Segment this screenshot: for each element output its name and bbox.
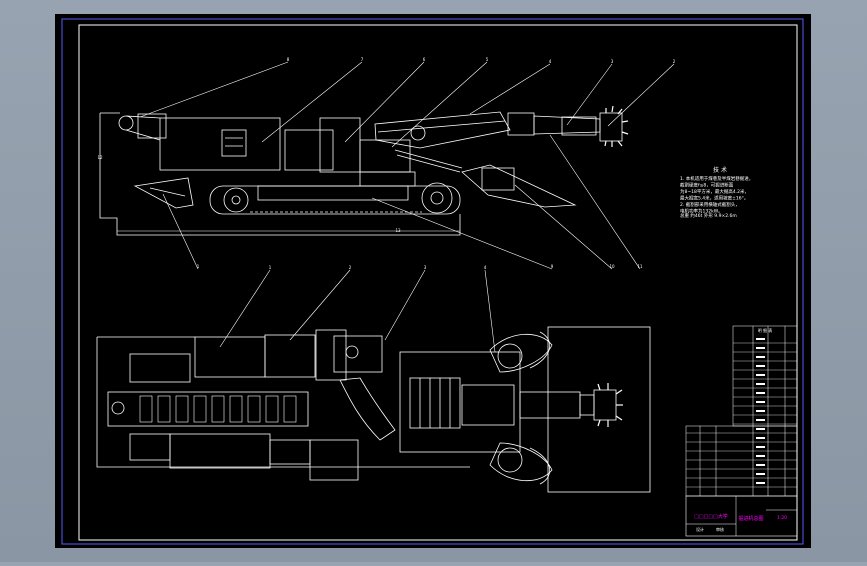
balloon-label: 4 [484, 265, 487, 270]
slewing-ring [339, 377, 396, 441]
conveyor-flights [139, 395, 297, 423]
top-view [96, 326, 651, 493]
cutter-picks [604, 105, 629, 147]
balloon-label: 7 [361, 57, 364, 62]
turret-base [359, 171, 416, 187]
balloon-label: 4 [549, 59, 552, 64]
balloon-label: 2 [673, 59, 676, 64]
table-cell-mark [756, 473, 765, 475]
balloon-label: 10 [609, 264, 615, 269]
top-leaders [219, 269, 496, 353]
balloon-label: 12 [97, 155, 103, 160]
table-cell-mark [756, 347, 765, 349]
balloon-label: 3 [611, 59, 614, 64]
side-leaders [139, 61, 675, 270]
notes-footer: 总重 约46t 外形 9.9×2.6m [680, 212, 737, 219]
parts-table [685, 325, 798, 497]
turret-left [284, 129, 334, 171]
table-cell-mark [756, 446, 765, 448]
cutting-boom [374, 111, 511, 149]
note-line: 电机功率为132kW。 [680, 208, 723, 215]
hydraulic-unit [309, 439, 359, 481]
loader-shovel [133, 177, 194, 209]
note-line: 最大掘宽5.4米，适用坡度±16°。 [680, 195, 748, 202]
control-box [221, 129, 247, 157]
balloon-label: 2 [349, 265, 352, 270]
drawing-sheet [55, 14, 811, 548]
balloon-label: 13 [395, 228, 401, 233]
table-cell-mark [756, 383, 765, 385]
cutter-gearbox [461, 384, 515, 426]
checker-label: 审核 [716, 526, 724, 532]
note-line: 为8~18平方米，最大掘高4.2米， [680, 188, 749, 195]
table-cell-mark [756, 419, 765, 421]
valve-block [264, 334, 316, 378]
notes-title: 技 术 [713, 166, 727, 174]
title-block: □□□□□大学 掘进机总图 1:20 设计 审核 [685, 495, 798, 537]
notes-body: 1. 本机适用于煤巷及半煤岩巷掘进， 截割硬度f≤8，可掘进断面 为8~18平方… [680, 175, 753, 215]
table-cell-mark [756, 464, 765, 466]
balloon-label: 11 [637, 264, 643, 269]
track-frame [257, 185, 409, 201]
note-line: 2. 截割部采用横轴式截割头， [680, 201, 740, 208]
table-cell-mark [756, 338, 765, 340]
balloon-label: 6 [423, 57, 426, 62]
boom-pivot [410, 125, 426, 141]
cutter-head [599, 112, 623, 142]
sheet-scale: 1:20 [777, 515, 787, 521]
tail-roller [111, 401, 125, 415]
table-cell-mark [756, 437, 765, 439]
table-cell-mark [756, 428, 765, 430]
designer-label: 设计 [696, 526, 704, 532]
cutting-face-envelope [547, 326, 651, 493]
stabilizer-box [481, 167, 515, 191]
turret-left-top [315, 329, 347, 381]
front-stabilizer [461, 164, 577, 208]
top-envelope [96, 337, 470, 468]
balloon-label: 3 [424, 265, 427, 270]
table-cell-mark [756, 392, 765, 394]
drawing-title: 掘进机总图 [738, 515, 763, 522]
star-blade-bottom [529, 447, 551, 485]
gathering-star-left [489, 333, 553, 373]
outer-frame [61, 18, 804, 545]
balloon-label: 5 [486, 57, 489, 62]
inner-border [78, 24, 798, 541]
table-cell-mark [756, 482, 765, 484]
balloon-label: 8 [287, 57, 290, 62]
technical-notes: 技 术 1. 本机适用于煤巷及半煤岩巷掘进， 截割硬度f≤8，可掘进断面 为8~… [680, 166, 753, 219]
table-cell-mark [756, 374, 765, 376]
table-cell-mark [756, 401, 765, 403]
boom-cylinders [409, 377, 461, 429]
front-sprocket [421, 182, 453, 214]
cutter-picks-top [597, 383, 623, 427]
arm-sleeve [561, 116, 597, 136]
rear-conveyor [107, 391, 309, 427]
note-line: 1. 本机适用于煤巷及半煤岩巷掘进， [680, 175, 753, 182]
parts-table-header: 明 细 表 [758, 327, 773, 333]
left-drive [129, 353, 191, 383]
table-cell-mark [756, 356, 765, 358]
top-balloon-group: 1 2 3 4 [269, 265, 487, 270]
star-blade-top [529, 331, 551, 369]
note-line: 截割硬度f≤8，可掘进断面 [680, 182, 734, 189]
turret-housing [333, 335, 383, 373]
rear-sprocket [223, 187, 249, 213]
balloon-label: 1 [269, 265, 272, 270]
side-view [99, 105, 629, 236]
main-body [159, 117, 281, 171]
balloon-label: 1 [197, 264, 200, 269]
side-envelope [99, 113, 461, 236]
lift-cylinder [394, 149, 463, 169]
gathering-star-right [489, 442, 553, 482]
school-name: □□□□□大学 [694, 513, 728, 520]
table-cell-mark [756, 365, 765, 367]
balloon-label: 9 [551, 264, 554, 269]
table-cell-mark [756, 410, 765, 412]
table-cell-mark [756, 455, 765, 457]
